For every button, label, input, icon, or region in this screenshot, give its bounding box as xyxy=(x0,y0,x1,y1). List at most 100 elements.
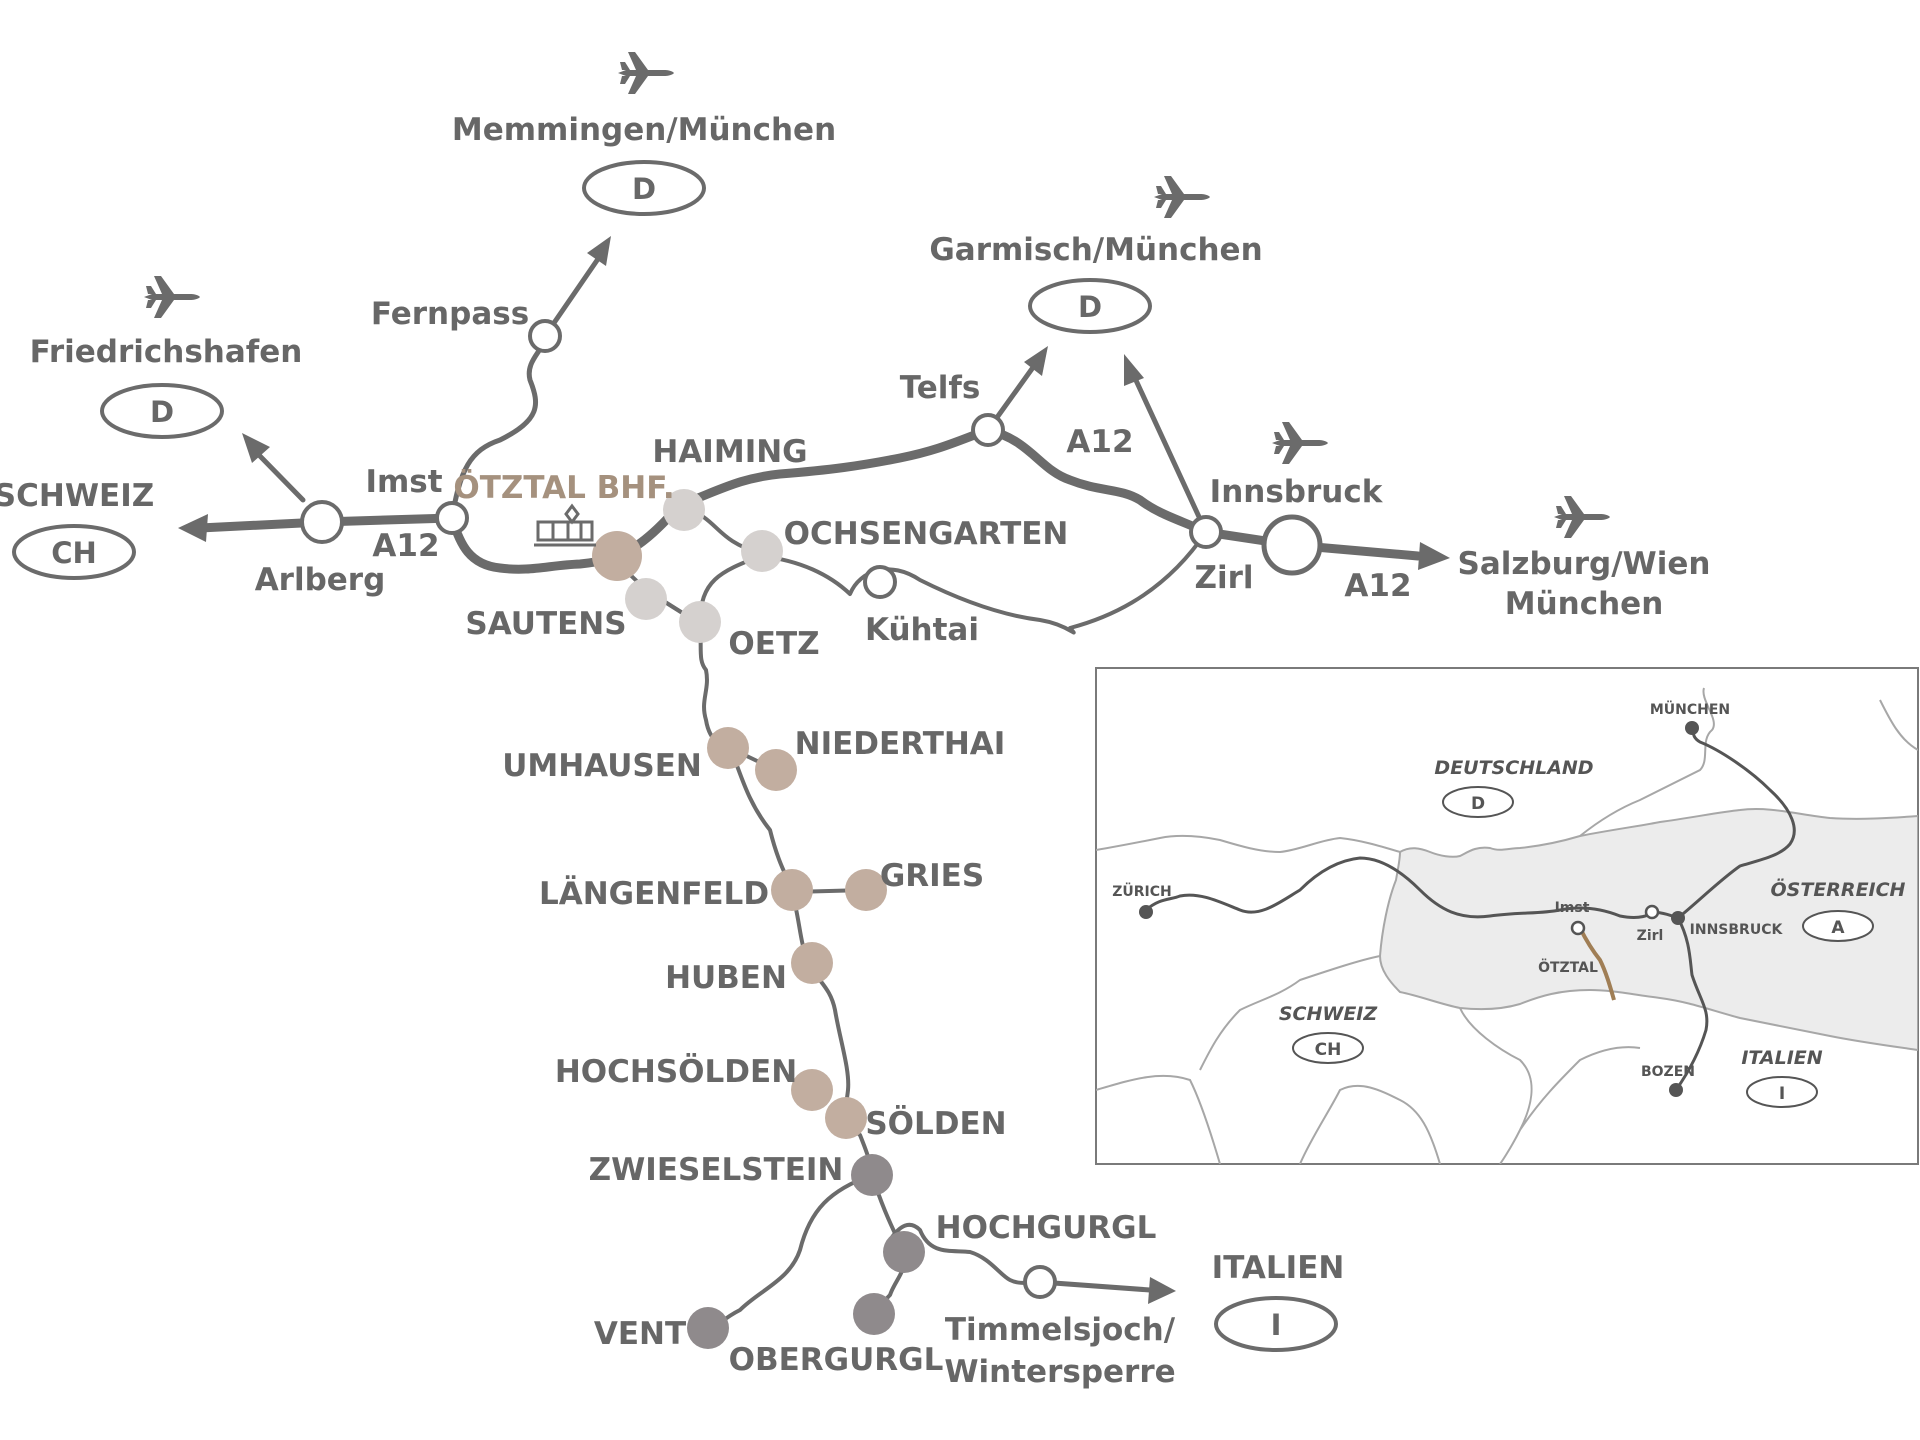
label-zirl: Zirl xyxy=(1194,560,1253,596)
junction-innsbruck xyxy=(1261,514,1323,576)
inset-label-innsbruck: INNSBRUCK xyxy=(1690,922,1784,938)
label-a12-imst: A12 xyxy=(372,528,439,564)
place-hochsoelden xyxy=(791,1069,833,1111)
inset-code-ch: CH xyxy=(1315,1040,1342,1060)
place-sautens xyxy=(625,578,667,620)
austria-region xyxy=(1378,808,1918,1052)
inset-code-i: I xyxy=(1779,1084,1785,1104)
label-timmelsjoch-1: Timmelsjoch/ xyxy=(945,1312,1176,1348)
code-schweiz: CH xyxy=(51,536,97,570)
oval-memmingen xyxy=(582,160,706,216)
road-vent xyxy=(706,1173,874,1331)
inset-labels: DEUTSCHLAND D MÜNCHEN ZÜRICH Imst Zirl I… xyxy=(1112,700,1905,1104)
arrow-icon xyxy=(1024,346,1048,376)
code-italien: I xyxy=(1271,1308,1282,1342)
place-obergurgl xyxy=(853,1293,895,1335)
label-schweiz: SCHWEIZ xyxy=(0,478,154,514)
arrow-icon xyxy=(587,236,611,266)
road-timmelsjoch xyxy=(888,1222,1042,1285)
airplane-icon xyxy=(1554,496,1610,538)
junction-telfs xyxy=(971,413,1005,447)
airplane-icon xyxy=(618,52,674,94)
place-soelden xyxy=(825,1097,867,1139)
label-huben: HUBEN xyxy=(665,960,787,996)
label-hochgurgl: HOCHGURGL xyxy=(936,1210,1157,1246)
place-ochsengarten xyxy=(741,530,783,572)
label-salzburg-2: München xyxy=(1505,586,1664,622)
junction-timmelsjoch xyxy=(1023,1265,1057,1299)
road-garmisch-2 xyxy=(1131,373,1209,535)
junction-fernpass xyxy=(528,319,562,353)
airplane-icon xyxy=(1154,176,1210,218)
code-garmisch: D xyxy=(1078,290,1102,324)
junction-kuehtai xyxy=(863,565,897,599)
label-telfs: Telfs xyxy=(900,370,981,406)
place-niederthai xyxy=(755,749,797,791)
oval-italien xyxy=(1214,1296,1338,1352)
places xyxy=(592,489,925,1349)
inset-label-bozen: BOZEN xyxy=(1641,1064,1695,1080)
place-oetztal-bhf xyxy=(592,531,642,581)
label-salzburg-1: Salzburg/Wien xyxy=(1458,546,1711,582)
inset-junction-imst xyxy=(1570,920,1586,936)
inset-oval-i xyxy=(1746,1076,1818,1108)
label-zwieselstein: ZWIESELSTEIN xyxy=(589,1152,844,1188)
arrow-icon xyxy=(178,514,208,542)
oval-garmisch xyxy=(1028,278,1152,334)
road-telfs-zirl xyxy=(983,425,1211,537)
inset-dot-bozen xyxy=(1669,1083,1683,1097)
label-ochsengarten: OCHSENGARTEN xyxy=(784,516,1069,552)
inset-label-oesterreich: ÖSTERREICH xyxy=(1771,877,1906,901)
oval-friedrichshafen xyxy=(100,383,224,439)
inset-map: DEUTSCHLAND D MÜNCHEN ZÜRICH Imst Zirl I… xyxy=(1095,667,1919,1165)
label-umhausen: UMHAUSEN xyxy=(502,748,702,784)
code-friedrichshafen: D xyxy=(150,395,174,429)
label-sautens: SAUTENS xyxy=(465,606,626,642)
label-gries: GRIES xyxy=(880,858,984,894)
place-oetz xyxy=(679,601,721,643)
inset-roads xyxy=(1145,726,1796,1091)
label-arlberg: Arlberg xyxy=(255,562,386,598)
label-oetz: OETZ xyxy=(728,626,819,662)
label-kuehtai: Kühtai xyxy=(865,612,979,648)
inset-dot-muenchen xyxy=(1685,721,1699,735)
place-zwieselstein xyxy=(851,1154,893,1196)
label-fernpass: Fernpass xyxy=(371,296,529,332)
label-imst: Imst xyxy=(365,464,442,500)
label-friedrichshafen: Friedrichshafen xyxy=(30,334,303,370)
labels: Memmingen/München D Garmisch/München D F… xyxy=(0,112,1710,1390)
arrow-icon xyxy=(1418,542,1450,570)
inset-dot-innsbruck xyxy=(1671,911,1685,925)
road-haiming-telfs xyxy=(675,425,993,510)
label-soelden: SÖLDEN xyxy=(865,1105,1006,1142)
label-a12-telfs: A12 xyxy=(1066,424,1133,460)
junction-zirl xyxy=(1189,515,1223,549)
junctions xyxy=(300,319,1323,1299)
place-hochgurgl xyxy=(883,1231,925,1273)
inset-label-zuerich: ZÜRICH xyxy=(1112,882,1172,900)
road-friedrichshafen xyxy=(253,449,306,503)
place-haiming xyxy=(663,489,705,531)
label-a12-innsbruck: A12 xyxy=(1344,568,1411,604)
inset-label-imst: Imst xyxy=(1555,900,1590,916)
label-timmelsjoch-2: Wintersperre xyxy=(944,1354,1175,1390)
inset-label-schweiz: SCHWEIZ xyxy=(1279,1003,1379,1025)
border-lines xyxy=(1096,687,1918,1164)
label-niederthai: NIEDERTHAI xyxy=(795,726,1006,762)
label-hochsoelden: HOCHSÖLDEN xyxy=(555,1053,797,1090)
place-huben xyxy=(791,942,833,984)
airplane-icon xyxy=(1272,422,1328,464)
oval-schweiz xyxy=(12,524,136,580)
label-memmingen: Memmingen/München xyxy=(452,112,836,148)
label-oetztal-bhf: ÖTZTAL BHF. xyxy=(453,469,674,506)
label-laengenfeld: LÄNGENFELD xyxy=(539,876,769,912)
place-laengenfeld xyxy=(771,869,813,911)
label-italien: ITALIEN xyxy=(1212,1250,1345,1286)
inset-code-d: D xyxy=(1471,794,1485,814)
place-umhausen xyxy=(707,727,749,769)
inset-oval-a xyxy=(1802,910,1874,942)
label-innsbruck: Innsbruck xyxy=(1210,474,1384,510)
junction-imst xyxy=(435,501,469,535)
inset-dot-zuerich xyxy=(1139,905,1153,919)
